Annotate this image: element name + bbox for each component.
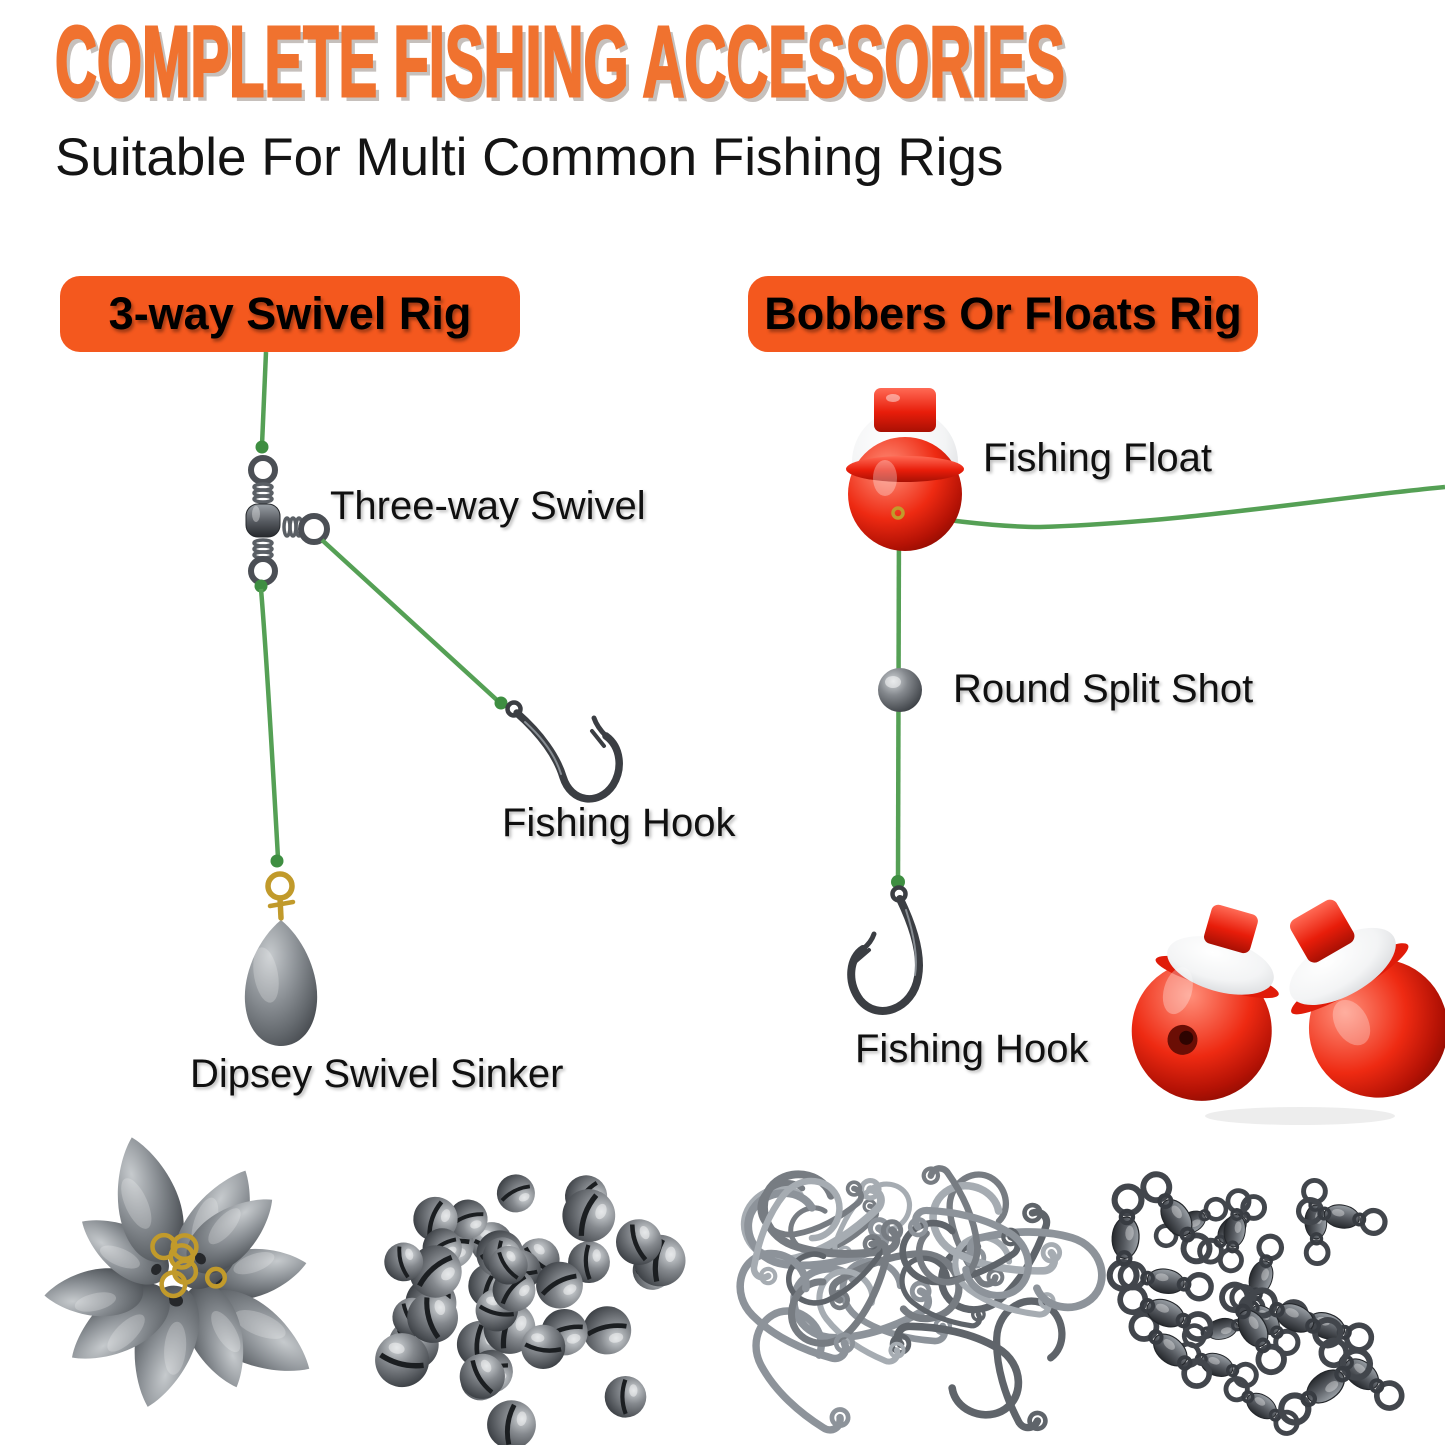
brass-eyelet <box>150 1232 178 1261</box>
fishing-float <box>846 388 964 551</box>
brass-eyelet <box>204 1266 227 1289</box>
barrel-swivel <box>1117 1284 1214 1342</box>
dipsey-sinker <box>72 1282 170 1359</box>
main-line <box>259 351 269 446</box>
fishing-hook <box>929 1181 1063 1275</box>
label-round-split-shot: Round Split Shot <box>953 667 1254 711</box>
split-shot <box>496 1174 535 1213</box>
fishing-hook <box>899 1255 986 1329</box>
split-shot <box>448 1199 488 1239</box>
split-shot <box>521 1324 566 1370</box>
page-subtitle: Suitable For Multi Common Fishing Rigs <box>55 128 1004 187</box>
badge-three-way-swivel-rig: 3-way Swivel Rig <box>60 276 520 352</box>
split-shot <box>604 1376 647 1418</box>
label-fishing-float: Fishing Float <box>983 436 1212 480</box>
dipsey-sinker <box>186 1199 273 1274</box>
barrel-swivel <box>1106 1183 1145 1292</box>
dipsey-sinker <box>117 1137 184 1262</box>
fishing-hook <box>760 1170 904 1258</box>
fishing-hook <box>847 885 924 1015</box>
fishing-hook <box>889 1322 1023 1419</box>
brass-eyelet <box>170 1233 199 1262</box>
three-way-swivel-rig-diagram <box>244 351 623 1046</box>
hook-leader-line <box>320 538 500 703</box>
page-title: COMPLETE FISHING ACCESSORIES <box>54 6 1065 118</box>
split-shot <box>536 1261 583 1309</box>
split-shot <box>375 1333 430 1388</box>
label-fishing-hook-right: Fishing Hook <box>855 1027 1089 1071</box>
bobbers-floats-rig-diagram <box>846 388 1445 1015</box>
water-line <box>899 484 1445 530</box>
barrel-swivel <box>1140 1171 1213 1265</box>
fishing-hook <box>907 1206 1032 1300</box>
fishing-hook <box>505 700 623 803</box>
split-shot <box>562 1189 616 1242</box>
split-shot <box>582 1306 632 1355</box>
barrel-swivel <box>1278 1347 1374 1426</box>
fishing-hook <box>915 1165 981 1286</box>
split-shot <box>407 1292 459 1343</box>
dipsey-swivel-sinker <box>244 854 318 1046</box>
label-fishing-hook-left: Fishing Hook <box>502 801 736 845</box>
red-white-bobbers-pair <box>1131 899 1445 1125</box>
bobber <box>1289 899 1445 1098</box>
line-knot <box>494 696 508 710</box>
barrel-swivel <box>1295 1197 1388 1236</box>
label-three-way-swivel: Three-way Swivel <box>330 484 646 528</box>
split-shot <box>487 1400 536 1445</box>
round-split-shot <box>878 668 922 712</box>
fishing-hook <box>993 1297 1066 1432</box>
hooks-photo <box>736 1165 1106 1434</box>
label-dipsey-swivel-sinker: Dipsey Swivel Sinker <box>190 1052 564 1096</box>
line-knot <box>254 579 268 593</box>
fishing-hook <box>816 1268 906 1365</box>
dipsey-sinker <box>44 1268 144 1317</box>
fishing-hook <box>736 1249 856 1363</box>
split-shot <box>459 1353 505 1399</box>
split-shot <box>384 1242 424 1282</box>
badge-bobbers-floats-rig: Bobbers Or Floats Rig <box>748 276 1258 352</box>
bobber <box>1131 904 1279 1101</box>
barrel-swivel <box>1219 1281 1287 1376</box>
three-way-swivel <box>245 455 330 586</box>
fishing-hook <box>752 1307 851 1434</box>
dipsey-sinkers-photo <box>44 1137 310 1407</box>
fishing-hook <box>757 1180 864 1238</box>
split-shot <box>616 1219 662 1265</box>
line-knot <box>255 440 269 454</box>
split-shot <box>489 1245 528 1285</box>
line-knot <box>891 875 905 889</box>
barrel-swivel <box>1223 1376 1300 1436</box>
fishing-hook <box>750 1177 843 1286</box>
fishing-hook <box>787 1234 891 1347</box>
swivels-photo <box>1106 1171 1405 1436</box>
barrel-swivel <box>1217 1188 1252 1274</box>
split-shot-photo <box>375 1174 686 1445</box>
sinker-dropper-line <box>258 588 281 859</box>
